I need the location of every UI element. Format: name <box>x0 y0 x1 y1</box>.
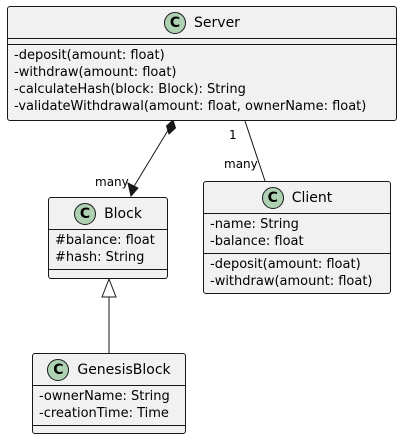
methods-section <box>33 426 185 432</box>
attribute: -name: String <box>210 217 299 232</box>
method: -deposit(amount: float) <box>210 257 361 272</box>
class-header: C Block <box>49 198 167 230</box>
class-icon: C <box>74 202 97 225</box>
attribute: #balance: float <box>55 233 155 248</box>
multiplicity-label: many <box>95 175 129 189</box>
attribute: -creationTime: Time <box>39 406 169 421</box>
class-server[interactable]: C Server -deposit(amount: float) -withdr… <box>7 6 397 121</box>
class-icon: C <box>47 358 70 381</box>
composition-line <box>132 126 171 189</box>
class-name: Block <box>104 205 142 222</box>
composition-diamond <box>165 119 177 135</box>
method: -withdraw(amount: float) <box>14 65 177 80</box>
class-header: C Client <box>204 182 390 214</box>
method: -calculateHash(block: Block): String <box>14 82 246 97</box>
class-block[interactable]: C Block #balance: float #hash: String <box>48 197 168 279</box>
multiplicity-label: 1 <box>229 128 237 142</box>
attributes-section: -ownerName: String -creationTime: Time <box>33 386 185 426</box>
inheritance-arrowhead <box>101 277 117 298</box>
class-header: C Server <box>8 7 396 39</box>
methods-section <box>49 270 167 276</box>
composition-arrowhead <box>127 182 139 198</box>
method: -withdraw(amount: float) <box>210 274 373 289</box>
class-name: Client <box>291 189 333 206</box>
class-icon: C <box>164 11 187 34</box>
class-name: GenesisBlock <box>77 361 171 378</box>
class-client[interactable]: C Client -name: String -balance: float -… <box>203 181 391 294</box>
class-icon: C <box>261 186 284 209</box>
association-line <box>244 120 266 182</box>
methods-section: -deposit(amount: float) -withdraw(amount… <box>204 254 390 293</box>
attribute: #hash: String <box>55 250 145 265</box>
attributes-section <box>8 39 396 45</box>
class-genesis-block[interactable]: C GenesisBlock -ownerName: String -creat… <box>32 353 186 434</box>
attributes-section: -name: String -balance: float <box>204 214 390 254</box>
method: -deposit(amount: float) <box>14 48 165 63</box>
attribute: -balance: float <box>210 234 304 249</box>
method: -validateWithdrawal(amount: float, owner… <box>14 99 367 114</box>
attribute: -ownerName: String <box>39 389 170 404</box>
attributes-section: #balance: float #hash: String <box>49 230 167 270</box>
class-name: Server <box>194 14 240 31</box>
class-header: C GenesisBlock <box>33 354 185 386</box>
multiplicity-label: many <box>224 157 258 171</box>
methods-section: -deposit(amount: float) -withdraw(amount… <box>8 45 396 118</box>
